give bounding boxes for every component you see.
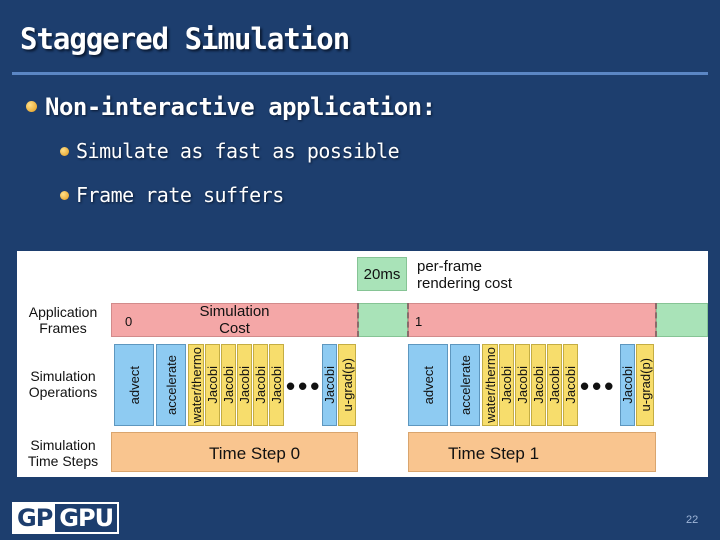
- rendering-cost-box: 20ms: [357, 257, 407, 291]
- time-step-label: Time Step 0: [209, 444, 301, 463]
- title-divider: [12, 72, 708, 75]
- op-jacobi: Jacobi: [547, 344, 562, 426]
- rendering-cost-label: per-frame rendering cost: [417, 258, 513, 292]
- gpgpu-logo: GP GPU: [12, 502, 120, 534]
- op-advect: advect: [408, 344, 448, 426]
- logo-part1: GP: [14, 504, 56, 532]
- logo-part2: GPU: [55, 504, 118, 532]
- op-accelerate: accelerate: [450, 344, 480, 426]
- row-label-simulation-time-steps: Simulation Time Steps: [27, 437, 99, 469]
- op-accelerate: accelerate: [156, 344, 186, 426]
- op-jacobi: Jacobi: [269, 344, 284, 426]
- time-step-label: Time Step 1: [448, 444, 540, 463]
- op-jacobi: Jacobi: [322, 344, 337, 426]
- op-advect: advect: [114, 344, 154, 426]
- frame-divider: [357, 303, 359, 337]
- op-water-thermo: water/thermo: [188, 344, 204, 426]
- op-jacobi: Jacobi: [515, 344, 530, 426]
- op-jacobi: Jacobi: [563, 344, 578, 426]
- frame-number: 0: [125, 314, 133, 329]
- time-step-0: [111, 432, 358, 472]
- bullet-text: Non-interactive application:: [45, 93, 436, 121]
- bullet-dot-icon: [60, 146, 69, 156]
- op-water-thermo: water/thermo: [482, 344, 498, 426]
- slide-title: Staggered Simulation: [20, 22, 350, 56]
- op-u-grad-p: u-grad(p): [636, 344, 654, 426]
- op-jacobi: Jacobi: [221, 344, 236, 426]
- bullet-level2: Frame rate suffers: [60, 183, 284, 207]
- rendering-time-label: 20ms: [363, 265, 401, 283]
- bullet-text: Frame rate suffers: [76, 183, 284, 207]
- op-jacobi: Jacobi: [237, 344, 252, 426]
- op-jacobi: Jacobi: [499, 344, 514, 426]
- op-jacobi: Jacobi: [531, 344, 546, 426]
- bullet-dot-icon: [26, 100, 37, 112]
- op-jacobi: Jacobi: [253, 344, 268, 426]
- bullet-dot-icon: [60, 190, 69, 200]
- simulation-cost-label: Simulation Cost: [199, 303, 270, 337]
- staggered-simulation-diagram: Application Frames Simulation Operations…: [17, 251, 708, 477]
- frame-0-simulation: [111, 303, 358, 337]
- row-label-application-frames: Application Frames: [28, 304, 98, 336]
- ellipsis: •••: [580, 371, 617, 401]
- frame-1-render: [656, 303, 708, 337]
- bullet-text: Simulate as fast as possible: [76, 139, 400, 163]
- page-number: 22: [686, 514, 699, 526]
- time-step-1: [408, 432, 656, 472]
- frame-divider: [655, 303, 657, 337]
- frame-divider: [407, 303, 409, 337]
- frame-1-simulation: [408, 303, 656, 337]
- bullet-level2: Simulate as fast as possible: [60, 139, 400, 163]
- op-jacobi: Jacobi: [620, 344, 635, 426]
- frame-number: 1: [415, 314, 423, 329]
- ellipsis: •••: [286, 371, 323, 401]
- op-jacobi: Jacobi: [205, 344, 220, 426]
- op-u-grad-p: u-grad(p): [338, 344, 356, 426]
- frame-0-render: [358, 303, 408, 337]
- row-label-simulation-operations: Simulation Operations: [28, 368, 98, 400]
- bullet-level1: Non-interactive application:: [26, 93, 436, 121]
